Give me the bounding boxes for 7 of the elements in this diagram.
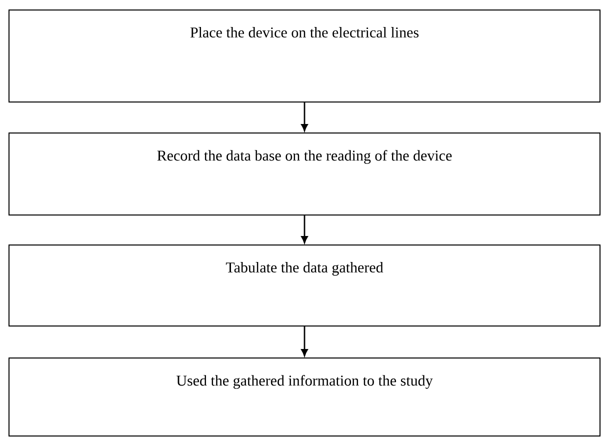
- arrow: [301, 326, 308, 356]
- process-box: Record the data base on the reading of the device: [8, 132, 600, 216]
- process-box: Tabulate the data gathered: [8, 244, 600, 326]
- process-box: Used the gathered information to the study: [8, 358, 600, 436]
- arrow: [301, 102, 308, 132]
- process-box: Place the device on the electrical lines: [8, 10, 600, 102]
- arrow: [301, 215, 308, 244]
